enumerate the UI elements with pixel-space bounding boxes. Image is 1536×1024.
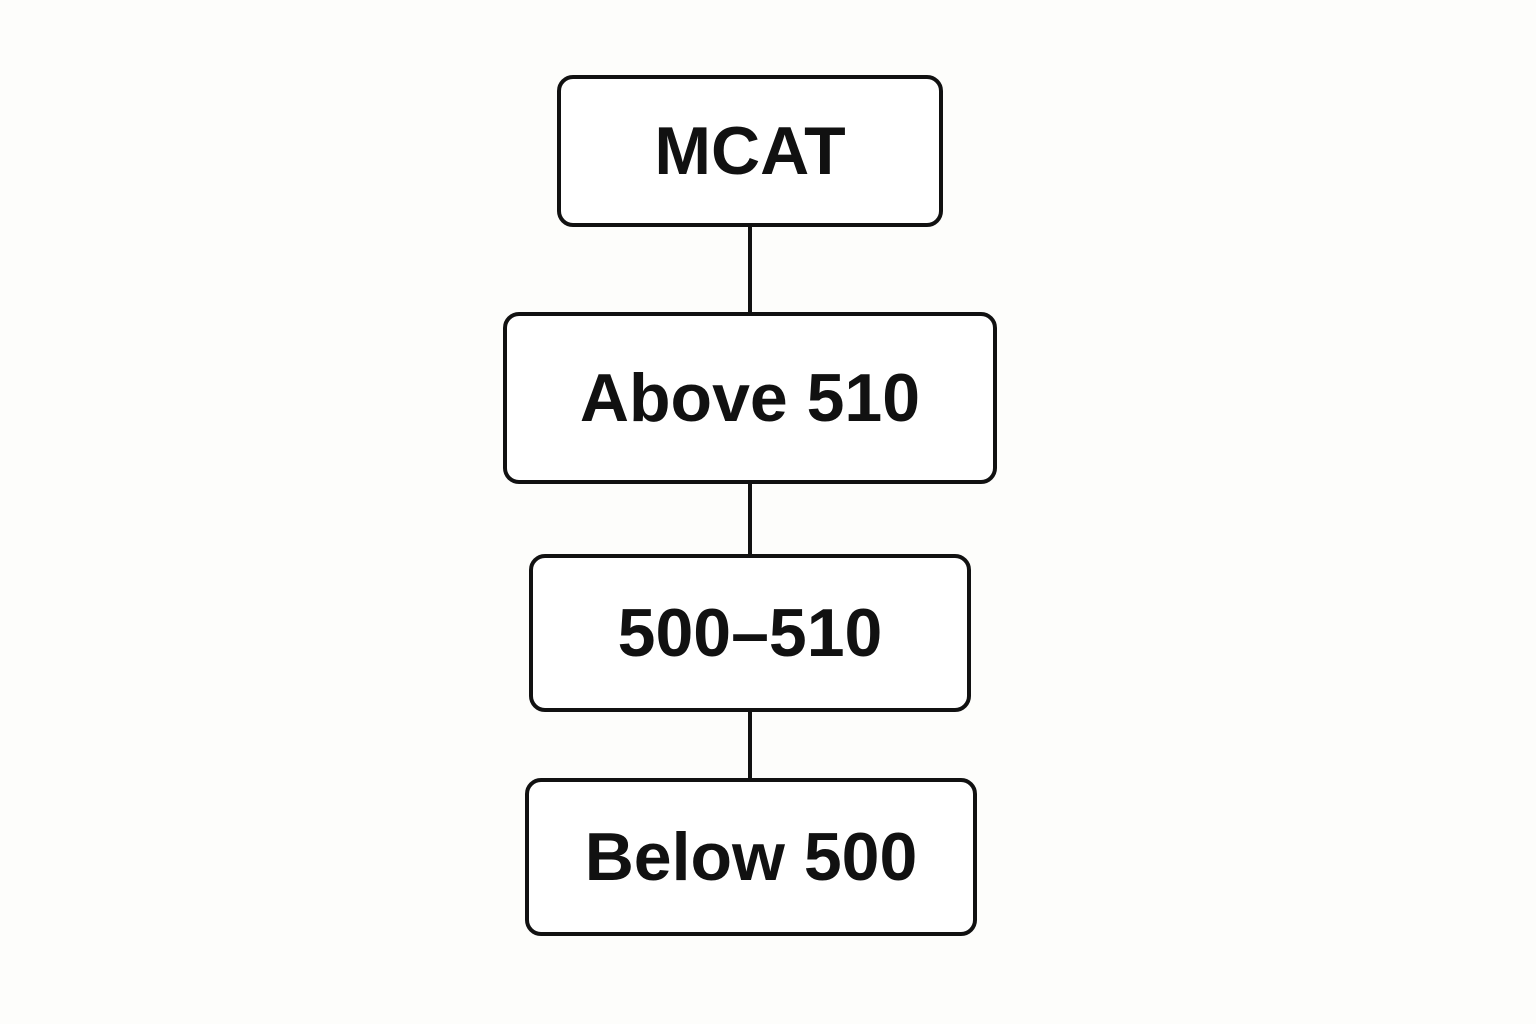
node-label: MCAT xyxy=(654,113,846,189)
node-below-500: Below 500 xyxy=(525,778,977,936)
node-500-510: 500–510 xyxy=(529,554,971,712)
connector-mcat-to-above-510 xyxy=(748,226,752,314)
node-mcat: MCAT xyxy=(557,75,943,227)
connector-500-510-to-below-500 xyxy=(748,710,752,780)
node-label: 500–510 xyxy=(617,595,883,671)
node-above-510: Above 510 xyxy=(503,312,997,484)
node-label: Above 510 xyxy=(579,360,921,436)
connector-above-510-to-500-510 xyxy=(748,482,752,556)
node-label: Below 500 xyxy=(584,819,918,895)
